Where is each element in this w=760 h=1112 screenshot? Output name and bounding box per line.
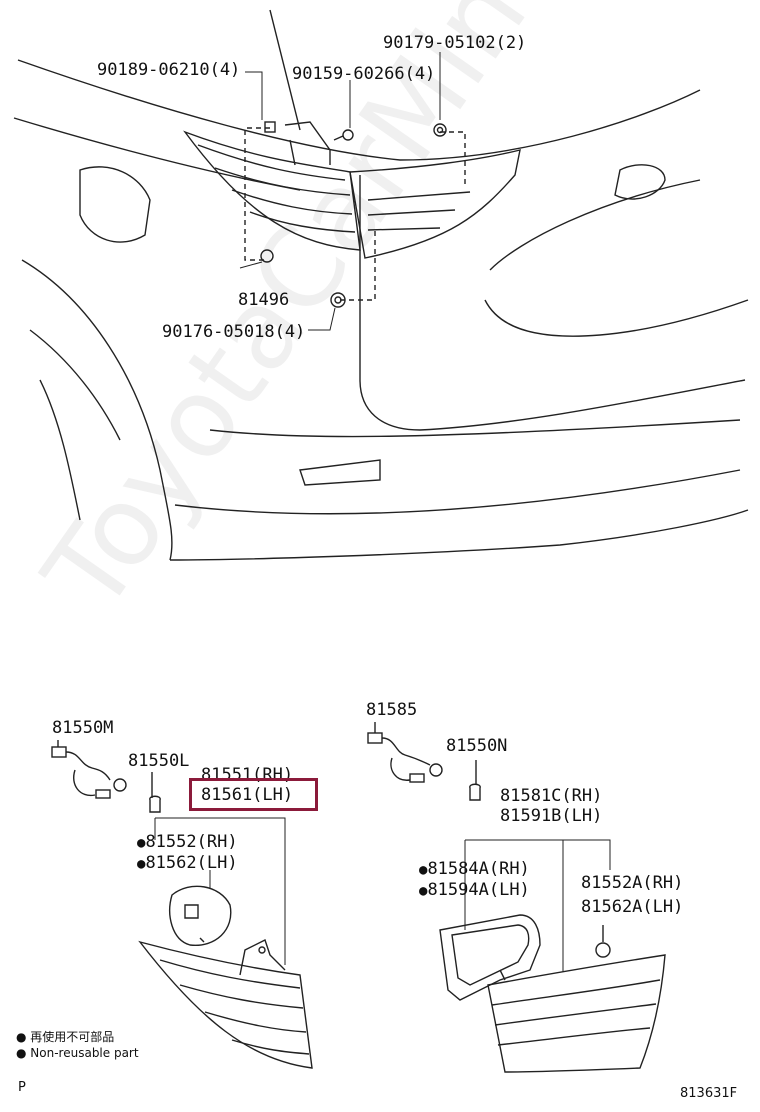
label-81550N: 81550N: [446, 736, 508, 756]
upper-leaders: [239, 52, 441, 331]
dashed-guides: [244, 127, 466, 301]
non-reusable-dot: ●: [419, 862, 428, 878]
label-81496: 81496: [238, 290, 290, 310]
highlight-box: [189, 778, 318, 811]
label-90159: 90159-60266(4): [292, 64, 436, 84]
lower-right-assembly: [367, 722, 666, 1073]
figure-code: 813631F: [680, 1086, 738, 1101]
label-90189: 90189-06210(4): [97, 60, 241, 80]
legend-dot: ●: [16, 1046, 31, 1060]
vehicle-body-outline: [13, 9, 749, 561]
label-81562: ●81562(LH): [137, 853, 238, 873]
label-81585: 81585: [366, 700, 418, 720]
legend-en: ● Non-reusable part: [16, 1046, 139, 1060]
footer-left: P: [18, 1080, 26, 1095]
fasteners-top: [260, 121, 447, 308]
lower-left-assembly: [51, 740, 313, 1069]
legend-jp: ● 再使用不可部品: [16, 1030, 115, 1044]
label-81591B: 81591B(LH): [500, 806, 603, 826]
label-81581C: 81581C(RH): [500, 786, 603, 806]
label-81594A: ●81594A(LH): [419, 880, 530, 900]
non-reusable-dot: ●: [419, 883, 428, 899]
label-90179: 90179-05102(2): [383, 33, 527, 53]
upper-tail-lamp-outer: [183, 121, 361, 251]
label-81550M: 81550M: [52, 718, 114, 738]
label-90176: 90176-05018(4): [162, 322, 306, 342]
non-reusable-dot: ●: [137, 856, 146, 872]
label-81561: 81561(LH): [201, 785, 294, 805]
legend-dot: ●: [16, 1030, 31, 1044]
label-81552: ●81552(RH): [137, 832, 238, 852]
non-reusable-dot: ●: [137, 835, 146, 851]
label-81552A: 81552A(RH): [581, 873, 684, 893]
label-81562A: 81562A(LH): [581, 897, 684, 917]
label-81550L: 81550L: [128, 751, 190, 771]
label-81584A: ●81584A(RH): [419, 859, 530, 879]
upper-tail-lamp-inner: [349, 149, 521, 259]
